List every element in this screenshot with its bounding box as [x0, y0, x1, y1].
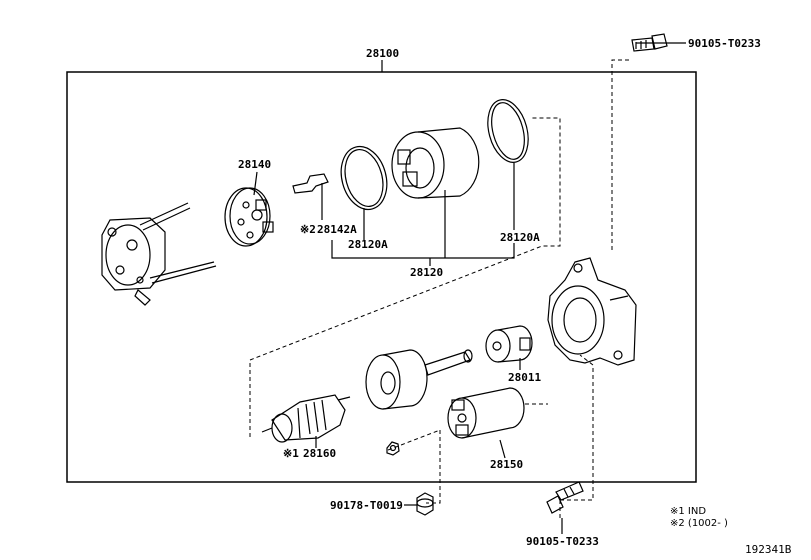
- rear-cover: [101, 202, 217, 306]
- o-ring-left: [340, 145, 388, 211]
- label-28120[interactable]: 28120: [410, 266, 444, 279]
- solenoid: [447, 387, 525, 439]
- flange-nut: [416, 492, 434, 516]
- mark-armature: ※1: [283, 447, 299, 460]
- brush-spring: [292, 173, 329, 194]
- drive-clutch: [485, 325, 533, 363]
- note-1: ※1 IND: [670, 506, 707, 517]
- note-2: ※2 (1002- ): [670, 518, 728, 529]
- small-nut: [386, 441, 400, 456]
- label-28160[interactable]: 28160: [303, 447, 337, 460]
- label-28142a[interactable]: 28142A: [317, 223, 357, 236]
- label-90105-t0233-top[interactable]: 90105-T0233: [688, 37, 761, 50]
- label-28140[interactable]: 28140: [238, 158, 272, 171]
- label-28100[interactable]: 28100: [366, 47, 400, 60]
- diagram-id: 192341B: [745, 543, 792, 556]
- starter-housing: [547, 257, 637, 366]
- label-28011[interactable]: 28011: [508, 371, 542, 384]
- label-90105-t0233-bottom[interactable]: 90105-T0233: [526, 535, 599, 548]
- field-frame: [391, 127, 480, 199]
- mark-brush-spring: ※2: [300, 223, 316, 236]
- gear-drum: [365, 349, 473, 410]
- label-28120a-left[interactable]: 28120A: [348, 238, 388, 251]
- o-ring-right: [487, 99, 529, 163]
- assembly-frame: [66, 71, 697, 483]
- label-28150[interactable]: 28150: [490, 458, 524, 471]
- armature: [261, 394, 351, 443]
- top-bolt: [631, 33, 668, 52]
- bottom-bolt: [546, 481, 584, 514]
- dashed-guides: [249, 59, 630, 518]
- label-90178-t0019[interactable]: 90178-T0019: [330, 499, 403, 512]
- brush-holder: [224, 187, 274, 247]
- label-28120a-right[interactable]: 28120A: [500, 231, 540, 244]
